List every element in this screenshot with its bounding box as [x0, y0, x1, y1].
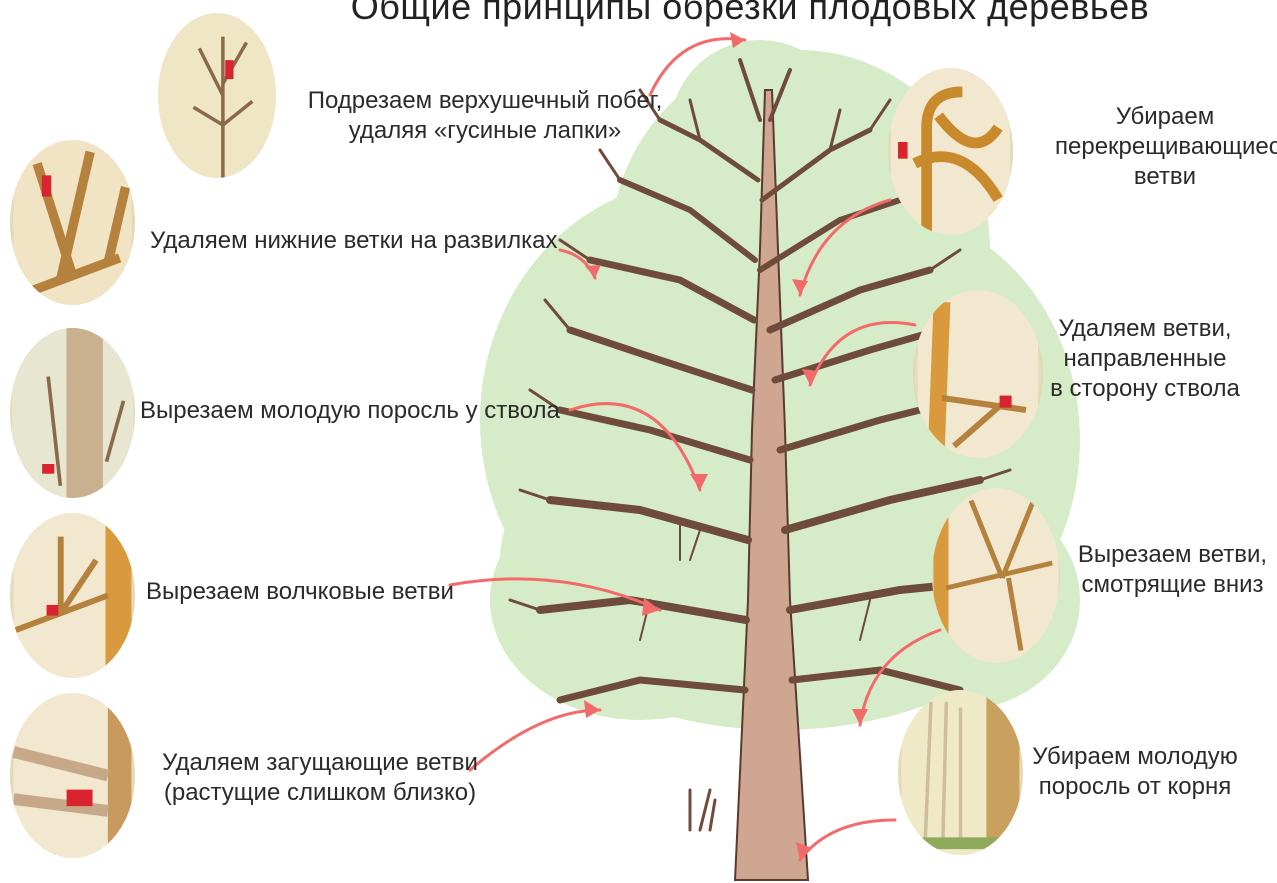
fork-branch-icon [10, 140, 135, 305]
leader-pruning-icon [158, 13, 276, 178]
label-root-suckers: Убираем молодую поросль от корня [1020, 742, 1250, 802]
trunk-shoots-icon [10, 328, 135, 498]
label-leader-pruning: Подрезаем верхушечный побег, удаляя «гус… [300, 86, 670, 146]
downward-branch-icon [932, 488, 1060, 663]
water-sprout-icon [10, 513, 135, 678]
root-suckers-icon [898, 690, 1023, 855]
arrow-root [800, 820, 895, 860]
label-dense-branches: Удаляем загущающие ветви (растущие слишк… [150, 748, 490, 808]
label-crossing-branches: Убираем перекрещивающиеся ветви [1055, 102, 1275, 192]
crossing-branches-icon [888, 68, 1013, 235]
label-trunk-shoots: Вырезаем молодую поросль у ствола [140, 396, 580, 426]
label-downward-branches: Вырезаем ветви, смотрящие вниз [1070, 540, 1275, 600]
label-inward-branches: Удаляем ветви, направленные в сторону ст… [1035, 314, 1255, 404]
label-water-sprouts: Вырезаем волчковые ветви [146, 577, 476, 607]
label-fork-branches: Удаляем нижние ветки на развилках [150, 226, 580, 256]
diagram-title: Общие принципы обрезки плодовых деревьев [300, 0, 1200, 28]
dense-branches-icon [10, 693, 135, 858]
inward-branch-icon [913, 290, 1043, 458]
